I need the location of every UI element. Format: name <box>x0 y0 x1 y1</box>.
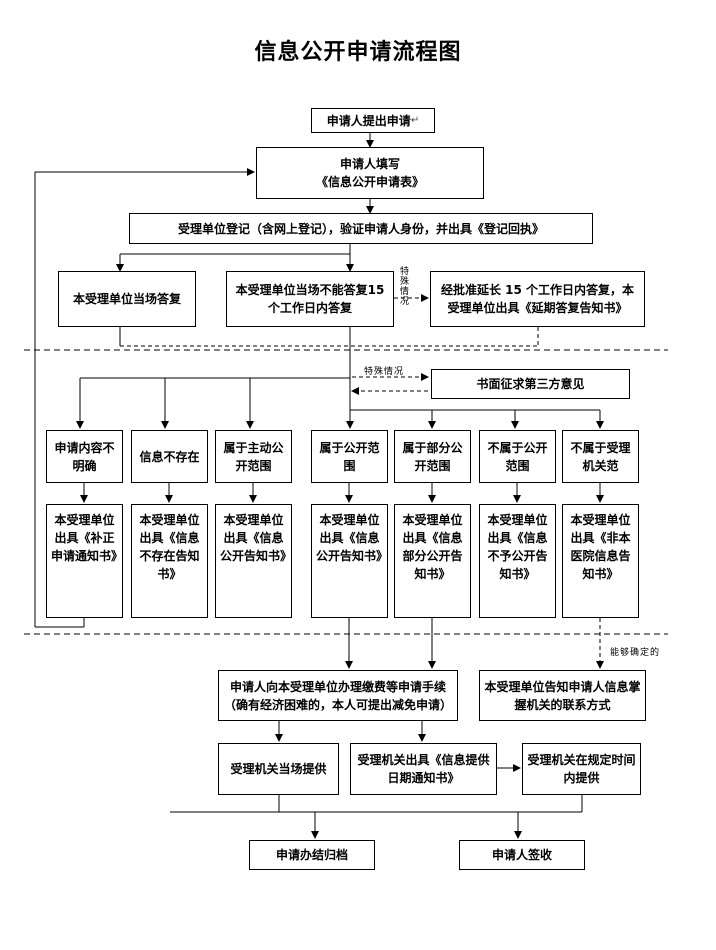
category-not-exist: 信息不存在 <box>131 430 208 483</box>
category-partial: 属于部分公开范围 <box>394 430 471 483</box>
fees-label: 申请人向本受理单位办理缴费等申请手续（确有经济困难的，本人可提出减免申请） <box>223 679 452 712</box>
category-not-public: 不属于公开范围 <box>479 430 556 483</box>
output-not-ours: 本受理单位出具《非本医院信息告知书》 <box>562 504 639 618</box>
category-not-ours-label: 不属于受理机关范 <box>570 440 631 473</box>
provide-now-label: 受理机关当场提供 <box>230 762 327 776</box>
fill-form-box: 申请人填写 《信息公开申请表》 <box>256 147 484 199</box>
inform-contact-label: 本受理单位告知申请人信息掌握机关的联系方式 <box>484 679 641 712</box>
register-box: 受理单位登记（含网上登记），验证申请人身份，并出具《登记回执》 <box>129 213 593 244</box>
category-partial-label: 属于部分公开范围 <box>402 440 463 473</box>
reply-now-box: 本受理单位当场答复 <box>58 271 196 327</box>
reply-15-label: 本受理单位当场不能答复15个工作日内答复 <box>235 283 385 315</box>
determinable-note: 能够确定的 <box>610 648 661 658</box>
category-active-public-label: 属于主动公开范围 <box>223 440 284 473</box>
output-public: 本受理单位出具《信息公开告知书》 <box>311 504 388 618</box>
reply-now-label: 本受理单位当场答复 <box>72 292 181 306</box>
sign-box: 申请人签收 <box>459 840 585 870</box>
archive-label: 申请办结归档 <box>275 848 348 862</box>
date-notice-label: 受理机关出具《信息提供日期通知书》 <box>357 753 490 785</box>
category-not-public-label: 不属于公开范围 <box>487 440 548 473</box>
special-note-2: 特殊情况 <box>364 367 405 377</box>
output-not-exist-label: 本受理单位出具《信息不存在告知书》 <box>139 513 200 581</box>
category-public-label: 属于公开范围 <box>319 440 380 473</box>
category-unclear: 申请内容不明确 <box>46 430 123 483</box>
output-active-public: 本受理单位出具《信息公开告知书》 <box>215 504 292 618</box>
output-unclear: 本受理单位出具《补正申请通知书》 <box>46 504 123 618</box>
third-party-label: 书面征求第三方意见 <box>476 377 585 391</box>
output-active-public-label: 本受理单位出具《信息公开告知书》 <box>220 513 293 563</box>
fill-form-label-line2: 《信息公开申请表》 <box>315 175 424 189</box>
fees-box: 申请人向本受理单位办理缴费等申请手续（确有经济困难的，本人可提出减免申请） <box>218 670 458 721</box>
page-title: 信息公开申请流程图 <box>254 40 462 65</box>
output-partial: 本受理单位出具《信息部分公开告知书》 <box>394 504 471 618</box>
category-active-public: 属于主动公开范围 <box>215 430 292 483</box>
category-unclear-label: 申请内容不明确 <box>54 440 115 473</box>
provide-now-box: 受理机关当场提供 <box>218 743 339 795</box>
apply-box: 申请人提出申请↵ <box>311 108 435 133</box>
extend-label: 经批准延长 15 个工作日内答复，本受理单位出具《延期答复告知书》 <box>440 283 635 315</box>
special-note: 特殊情况 <box>398 266 408 306</box>
date-notice-box: 受理机关出具《信息提供日期通知书》 <box>350 743 497 795</box>
register-label: 受理单位登记（含网上登记），验证申请人身份，并出具《登记回执》 <box>177 221 544 236</box>
category-public: 属于公开范围 <box>311 430 388 483</box>
extend-box: 经批准延长 15 个工作日内答复，本受理单位出具《延期答复告知书》 <box>430 271 645 327</box>
apply-label: 申请人提出申请 <box>326 113 411 128</box>
provide-later-box: 受理机关在规定时间内提供 <box>522 743 641 795</box>
output-public-label: 本受理单位出具《信息公开告知书》 <box>316 513 389 563</box>
output-partial-label: 本受理单位出具《信息部分公开告知书》 <box>402 513 463 581</box>
fill-form-label-line1: 申请人填写 <box>339 157 400 171</box>
output-not-exist: 本受理单位出具《信息不存在告知书》 <box>131 504 208 618</box>
output-not-public: 本受理单位出具《信息不予公开告知书》 <box>479 504 556 618</box>
inform-contact-box: 本受理单位告知申请人信息掌握机关的联系方式 <box>479 670 646 721</box>
output-not-ours-label: 本受理单位出具《非本医院信息告知书》 <box>570 513 631 581</box>
provide-later-label: 受理机关在规定时间内提供 <box>527 753 636 785</box>
category-not-ours: 不属于受理机关范 <box>562 430 639 483</box>
return-mark: ↵ <box>410 114 420 126</box>
sign-label: 申请人签收 <box>491 848 552 862</box>
reply-15-box: 本受理单位当场不能答复15个工作日内答复 <box>226 271 394 327</box>
category-not-exist-label: 信息不存在 <box>139 449 200 464</box>
third-party-box: 书面征求第三方意见 <box>431 369 630 399</box>
output-not-public-label: 本受理单位出具《信息不予公开告知书》 <box>487 513 548 581</box>
archive-box: 申请办结归档 <box>249 840 375 870</box>
output-unclear-label: 本受理单位出具《补正申请通知书》 <box>51 513 124 563</box>
